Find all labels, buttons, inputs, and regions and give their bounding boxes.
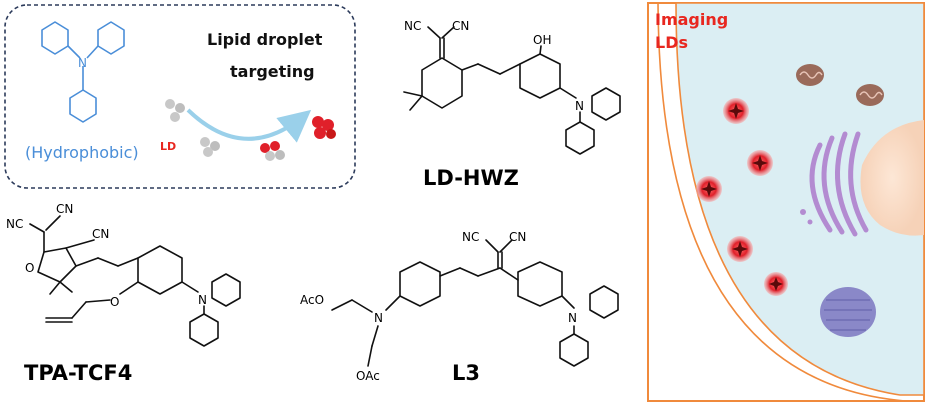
l3-n2: N (568, 311, 577, 325)
box-title-line2: targeting (230, 62, 315, 81)
red-droplets-mid (260, 141, 285, 161)
imaging-label-line1: Imaging (655, 10, 728, 29)
lipid-targeting-box: N (Hydrophobic) Lipid droplet targeting … (4, 4, 356, 189)
l3-nc: NC (462, 230, 479, 244)
outer-membrane (657, 2, 906, 402)
lipid-droplets (696, 98, 788, 296)
triphenylamine-structure: N (41, 21, 125, 123)
grey-droplets-left (165, 99, 220, 157)
imaging-label-line2: LDs (655, 33, 688, 52)
tpa-tcf4-cn2: CN (92, 227, 109, 241)
tpa-tcf4-name: TPA-TCF4 (24, 361, 132, 385)
ld-hwz-oh: OH (533, 33, 551, 47)
ld-hwz-cn: CN (452, 19, 469, 33)
tpa-tcf4-cn1: CN (56, 202, 73, 216)
tpa-tcf4-o2: O (110, 295, 119, 309)
ld-label: LD (160, 140, 176, 153)
l3-name: L3 (452, 361, 480, 385)
l3-oac: OAc (356, 369, 380, 383)
tpa-tcf4-nc: NC (6, 217, 23, 231)
ld-hwz-n: N (575, 99, 584, 113)
hydrophobic-label: (Hydrophobic) (25, 143, 139, 162)
nucleus (860, 120, 924, 236)
tpa-tcf4-n: N (198, 293, 207, 307)
l3-cn: CN (509, 230, 526, 244)
mitochondria (796, 64, 884, 106)
red-droplets-right (312, 116, 336, 139)
tpa-n-label: N (78, 56, 87, 70)
l3-n1: N (374, 311, 383, 325)
box-title-line1: Lipid droplet (207, 30, 323, 49)
ld-hwz-structure: NC CN OH N LD-HWZ (403, 19, 621, 190)
cell-panel: Imaging LDs (647, 2, 925, 402)
tpa-tcf4-structure: NC CN CN O O N TPA-TCF4 (6, 202, 241, 385)
targeting-arrow (186, 108, 312, 143)
ld-hwz-name: LD-HWZ (423, 166, 519, 190)
endoplasmic-reticulum (820, 287, 876, 337)
l3-structure: NC CN N AcO OAc N L3 (300, 230, 619, 385)
ld-hwz-nc: NC (404, 19, 421, 33)
golgi-apparatus (800, 131, 869, 237)
tpa-tcf4-o: O (25, 261, 34, 275)
l3-aco: AcO (300, 293, 324, 307)
